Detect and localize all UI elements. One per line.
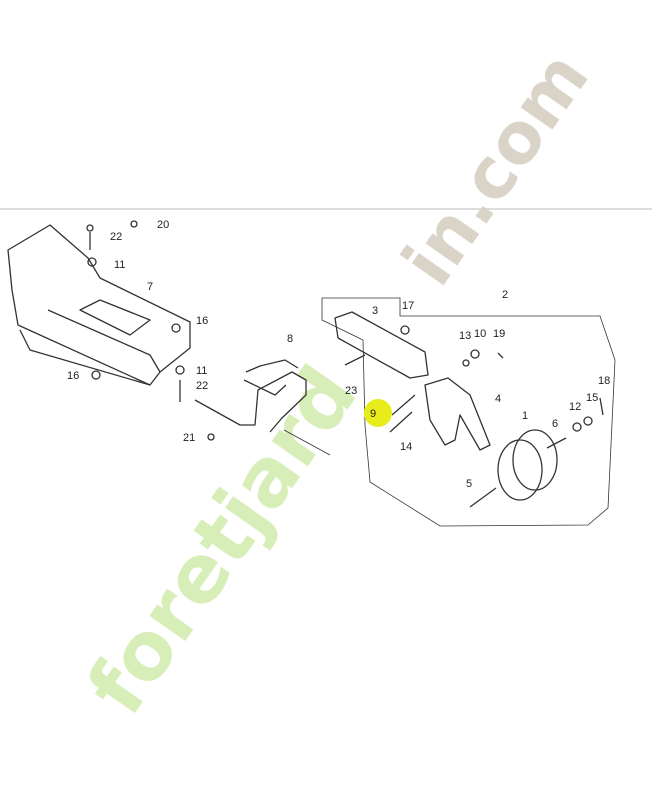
callout-3[interactable]: 3 bbox=[372, 305, 378, 317]
callout-14[interactable]: 14 bbox=[400, 441, 412, 453]
callout-1[interactable]: 1 bbox=[522, 410, 528, 422]
part-tray bbox=[7, 224, 191, 386]
callout-15[interactable]: 15 bbox=[586, 392, 598, 404]
callout-18[interactable]: 18 bbox=[598, 375, 610, 387]
callout-6[interactable]: 6 bbox=[552, 418, 558, 430]
callout-12[interactable]: 12 bbox=[569, 401, 581, 413]
callout-2[interactable]: 2 bbox=[502, 289, 508, 301]
part-bracket bbox=[424, 377, 491, 451]
callout-20[interactable]: 20 bbox=[157, 219, 169, 231]
watermark-logo: foretjard in.com bbox=[69, 37, 604, 731]
assembly-outline bbox=[321, 297, 616, 527]
callout-23[interactable]: 23 bbox=[345, 385, 357, 397]
svg-text:in.com: in.com bbox=[387, 37, 605, 299]
callout-17[interactable]: 17 bbox=[402, 300, 414, 312]
callout-16[interactable]: 16 bbox=[196, 315, 208, 327]
hardware bbox=[86, 220, 604, 508]
highlight-marker bbox=[364, 399, 392, 427]
callout-labels: 20 22 11 7 16 16 11 22 21 8 3 17 2 13 10… bbox=[67, 219, 610, 490]
callout-9[interactable]: 9 bbox=[370, 408, 376, 420]
part-handle bbox=[194, 359, 331, 456]
callout-21[interactable]: 21 bbox=[183, 432, 195, 444]
svg-text:foretjard: foretjard bbox=[69, 350, 375, 731]
callout-13[interactable]: 13 bbox=[459, 330, 471, 342]
callout-10[interactable]: 10 bbox=[474, 328, 486, 340]
callout-11[interactable]: 11 bbox=[196, 365, 207, 377]
part-wheel bbox=[497, 429, 558, 501]
callout-16[interactable]: 16 bbox=[67, 370, 79, 382]
callout-11[interactable]: 11 bbox=[114, 259, 125, 271]
part-bar bbox=[334, 311, 429, 379]
callout-7[interactable]: 7 bbox=[147, 281, 153, 293]
callout-22[interactable]: 22 bbox=[196, 380, 208, 392]
callout-22[interactable]: 22 bbox=[110, 231, 122, 243]
callout-8[interactable]: 8 bbox=[287, 333, 293, 345]
callout-4[interactable]: 4 bbox=[495, 393, 501, 405]
callout-5[interactable]: 5 bbox=[466, 478, 472, 490]
callout-19[interactable]: 19 bbox=[493, 328, 505, 340]
